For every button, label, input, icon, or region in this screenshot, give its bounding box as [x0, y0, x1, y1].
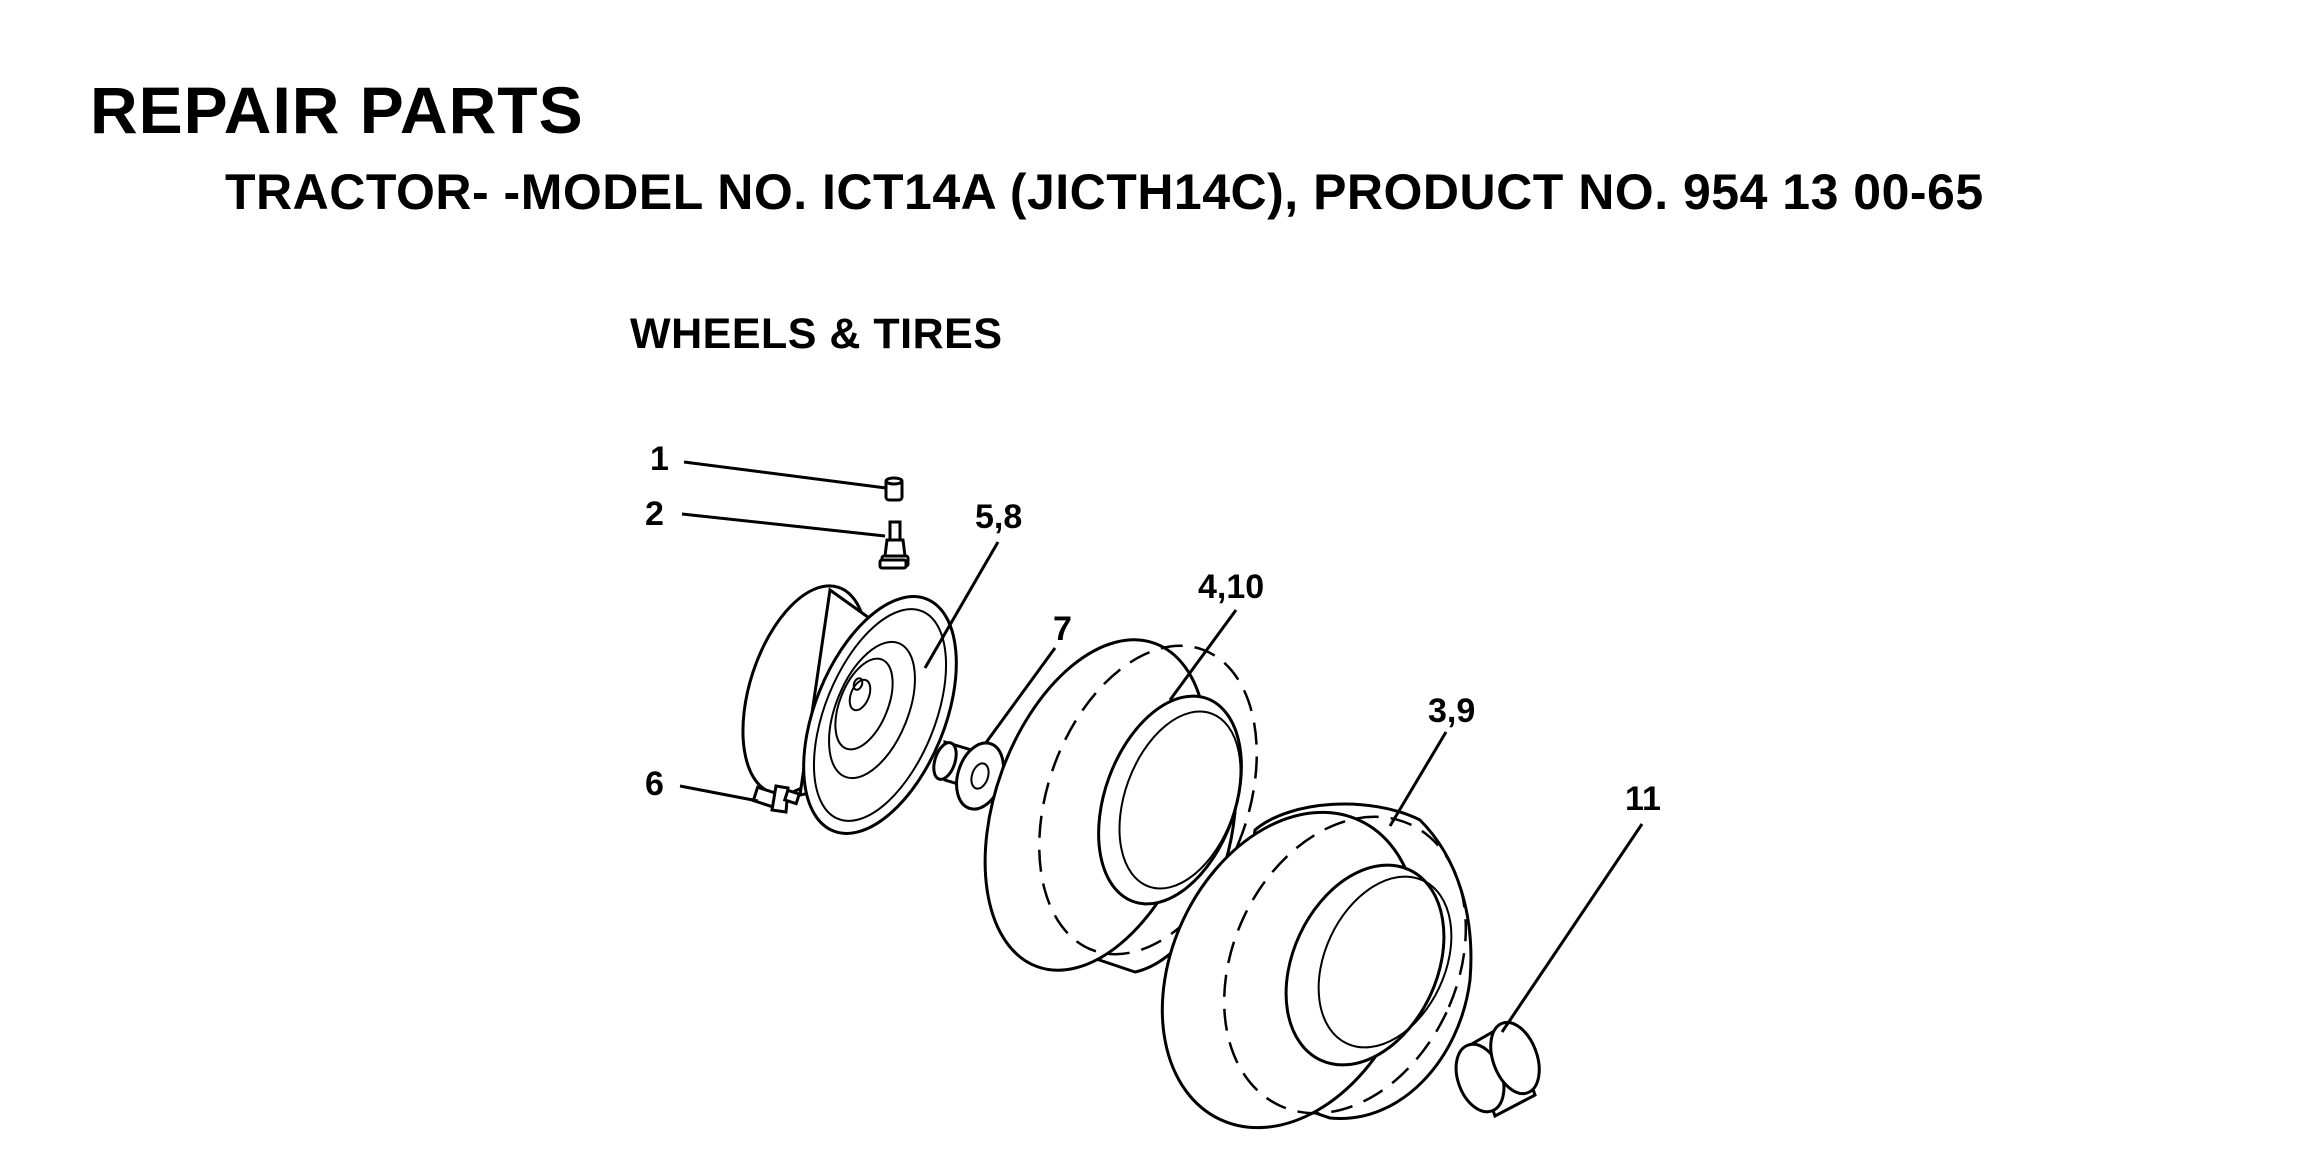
leader-line-2: [681, 512, 886, 538]
part-6-bolt: [751, 784, 802, 814]
leader-line-3-9: [1388, 731, 1448, 827]
part-1-valve-cap: [884, 476, 904, 502]
page-title: REPAIR PARTS: [90, 73, 584, 147]
model-subtitle: TRACTOR- -MODEL NO. ICT14A (JICTH14C), P…: [225, 164, 1984, 220]
callout-4-10: 4,10: [1198, 568, 1264, 606]
part-4-10-front-tire: [983, 638, 1258, 974]
part-3-9-rear-tire: [1160, 802, 1473, 1130]
part-5-8-wheel-rim: [741, 584, 958, 835]
callout-5-8: 5,8: [975, 498, 1022, 536]
callout-7: 7: [1053, 610, 1072, 648]
leader-line-1: [683, 460, 887, 490]
callout-1: 1: [650, 440, 669, 478]
section-title: WHEELS & TIRES: [630, 310, 1003, 358]
leader-line-6: [679, 784, 759, 803]
callout-11: 11: [1625, 780, 1661, 818]
leader-line-5-8: [923, 541, 1000, 669]
leader-line-4-10: [1168, 609, 1238, 701]
part-2-valve-stem: [878, 520, 910, 570]
callout-2: 2: [645, 495, 664, 533]
part-7-bushing: [932, 739, 1005, 811]
callout-3-9: 3,9: [1428, 692, 1475, 730]
leader-line-7: [983, 647, 1057, 745]
callout-6: 6: [645, 765, 664, 803]
part-11-hub-cap: [1454, 1019, 1541, 1119]
leader-line-11: [1500, 823, 1644, 1033]
